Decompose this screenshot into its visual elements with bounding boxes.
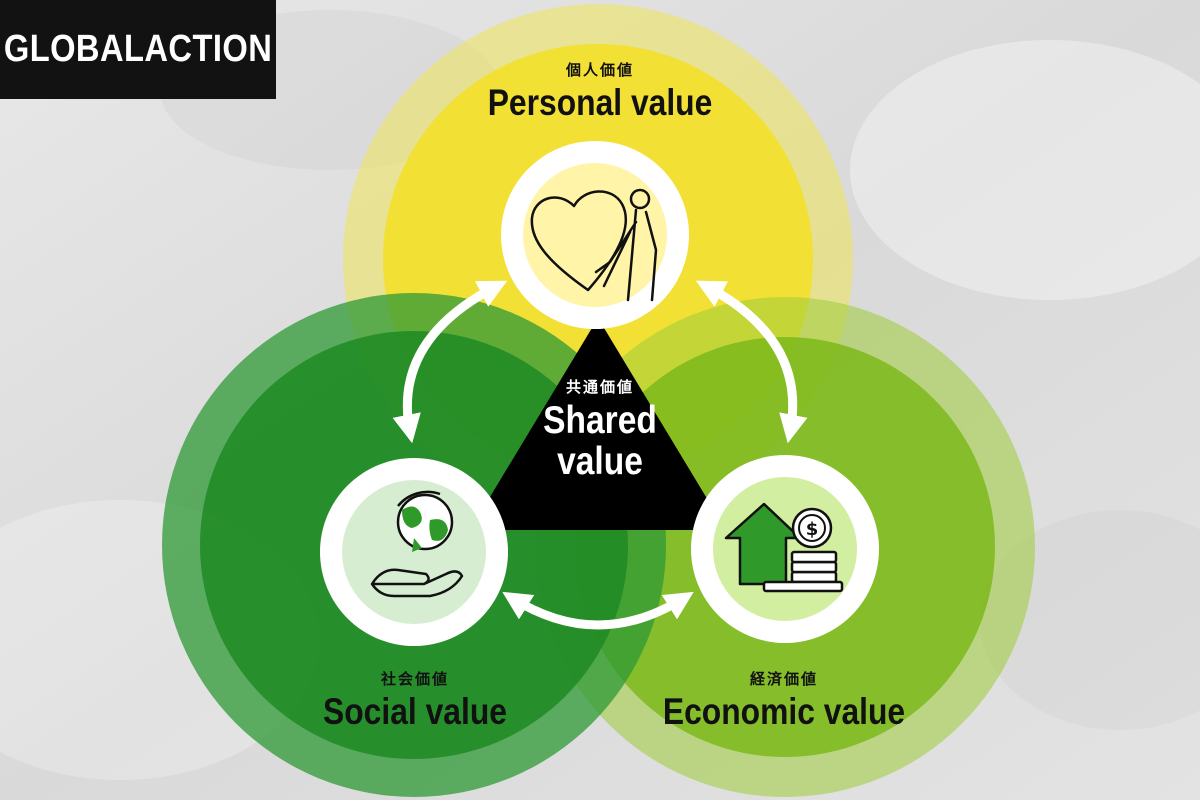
economic-value-label: 経済価値 Economic value bbox=[604, 670, 964, 732]
brand-logo-box: GLOBALACTION bbox=[0, 0, 276, 99]
personal-value-label: 個人価値 Personal value bbox=[420, 61, 780, 123]
arrow-social-economic bbox=[502, 591, 694, 630]
social-value-en: Social value bbox=[323, 691, 507, 732]
social-value-label: 社会価値 Social value bbox=[235, 670, 595, 732]
personal-value-ja: 個人価値 bbox=[565, 61, 634, 79]
economic-value-en: Economic value bbox=[662, 691, 906, 732]
shared-value-ja: 共通価値 bbox=[565, 378, 634, 396]
shared-value-triangle bbox=[470, 318, 726, 530]
svg-text:$: $ bbox=[806, 519, 819, 540]
shared-value-label: 共通価値 Shared value bbox=[500, 380, 700, 483]
economic-value-ja: 経済価値 bbox=[749, 670, 818, 688]
globe-in-hand-icon bbox=[320, 458, 508, 646]
shared-value-en: Shared value bbox=[543, 399, 657, 483]
personal-value-en: Personal value bbox=[487, 82, 713, 123]
heart-hug-icon bbox=[501, 141, 689, 329]
social-value-ja: 社会価値 bbox=[380, 670, 449, 688]
arrow-personal-economic bbox=[695, 280, 808, 444]
arrow-personal-social bbox=[392, 280, 508, 444]
growth-coins-icon: $ bbox=[691, 455, 879, 643]
brand-logo-text: GLOBALACTION bbox=[3, 28, 273, 70]
